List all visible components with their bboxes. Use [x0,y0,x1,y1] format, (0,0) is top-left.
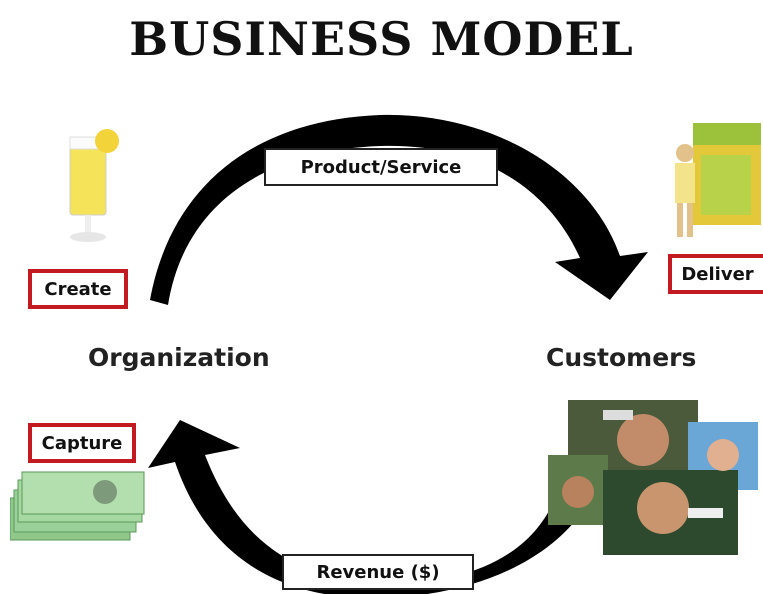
banknotes-image [10,471,145,541]
page-title: BUSINESS MODEL [129,12,634,66]
capture-box: Capture [28,423,136,463]
lemonade-glass-image [69,129,119,242]
customers-photo-image [548,400,758,555]
customers-label: Customers [546,343,697,372]
top-arrow [150,114,648,305]
product-service-label: Product/Service [264,148,498,186]
create-box: Create [28,269,128,309]
lemonade-stand-image [675,123,761,237]
revenue-label: Revenue ($) [282,554,474,590]
deliver-box: Deliver [668,254,763,294]
organization-label: Organization [88,343,270,372]
bottom-arrow [148,420,590,594]
